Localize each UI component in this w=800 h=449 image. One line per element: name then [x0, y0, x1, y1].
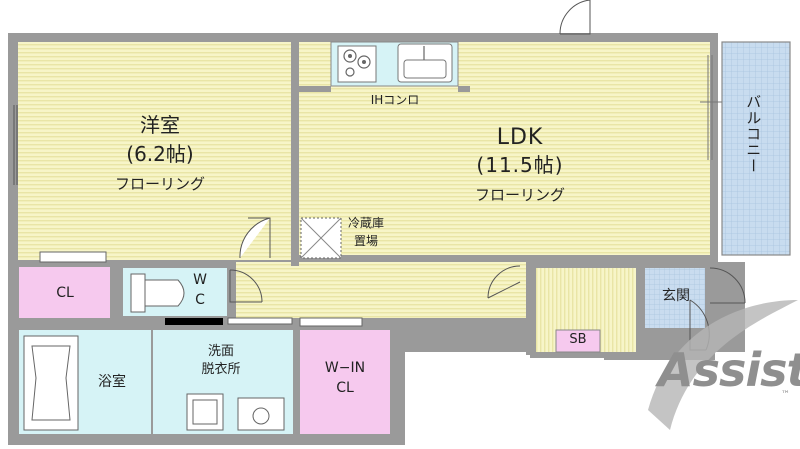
closet-door — [39, 251, 107, 263]
closet-label: CL — [56, 285, 74, 301]
kitchen-counter — [330, 41, 459, 87]
washroom-label-line2: 脱衣所 — [201, 362, 241, 377]
fridge-label-line2: 置場 — [353, 234, 378, 248]
bathtub — [23, 335, 79, 431]
western-room-floor — [18, 42, 291, 260]
doors — [13, 0, 746, 351]
fridge-label-line1: 冷蔵庫 — [347, 216, 384, 230]
shoebox — [555, 329, 601, 353]
balcony — [700, 41, 791, 256]
logo-trademark: ™ — [781, 390, 790, 400]
wic-label-line1: W−IN — [324, 360, 366, 376]
western-room-size: (6.2帖) — [126, 142, 194, 166]
bathroom-label: 浴室 — [98, 374, 126, 390]
entrance-floor — [645, 268, 705, 328]
wic-floor — [300, 330, 390, 434]
western-room-floor-type: フローリング — [114, 175, 205, 193]
wic-door — [299, 317, 363, 327]
wic-label-line2: CL — [336, 380, 354, 396]
ldk-name: LDK — [496, 125, 544, 150]
washroom-label-line1: 洗面 — [207, 344, 234, 359]
entrance-label: 玄関 — [662, 288, 690, 304]
toilet-label-line1: W — [193, 272, 207, 288]
washer-and-basin — [186, 393, 285, 431]
balcony-label: バルコニー — [744, 94, 763, 174]
ldk-size: (11.5帖) — [476, 153, 564, 177]
ldk-floor-lower — [236, 262, 526, 318]
assist-logo — [648, 300, 798, 430]
logo-text: Assist — [658, 343, 800, 397]
western-room-name: 洋室 — [140, 113, 180, 137]
closet-floor — [19, 267, 110, 319]
wash-door-bar — [165, 318, 223, 325]
fridge-space — [300, 217, 342, 259]
ih-stove-label: IHコンロ — [370, 93, 420, 107]
shoebox-label: SB — [569, 332, 587, 347]
toilet-label-line2: C — [195, 292, 205, 308]
sliding-door — [227, 317, 293, 325]
ldk-floor-type: フローリング — [474, 186, 565, 204]
toilet-fixture — [130, 273, 185, 313]
